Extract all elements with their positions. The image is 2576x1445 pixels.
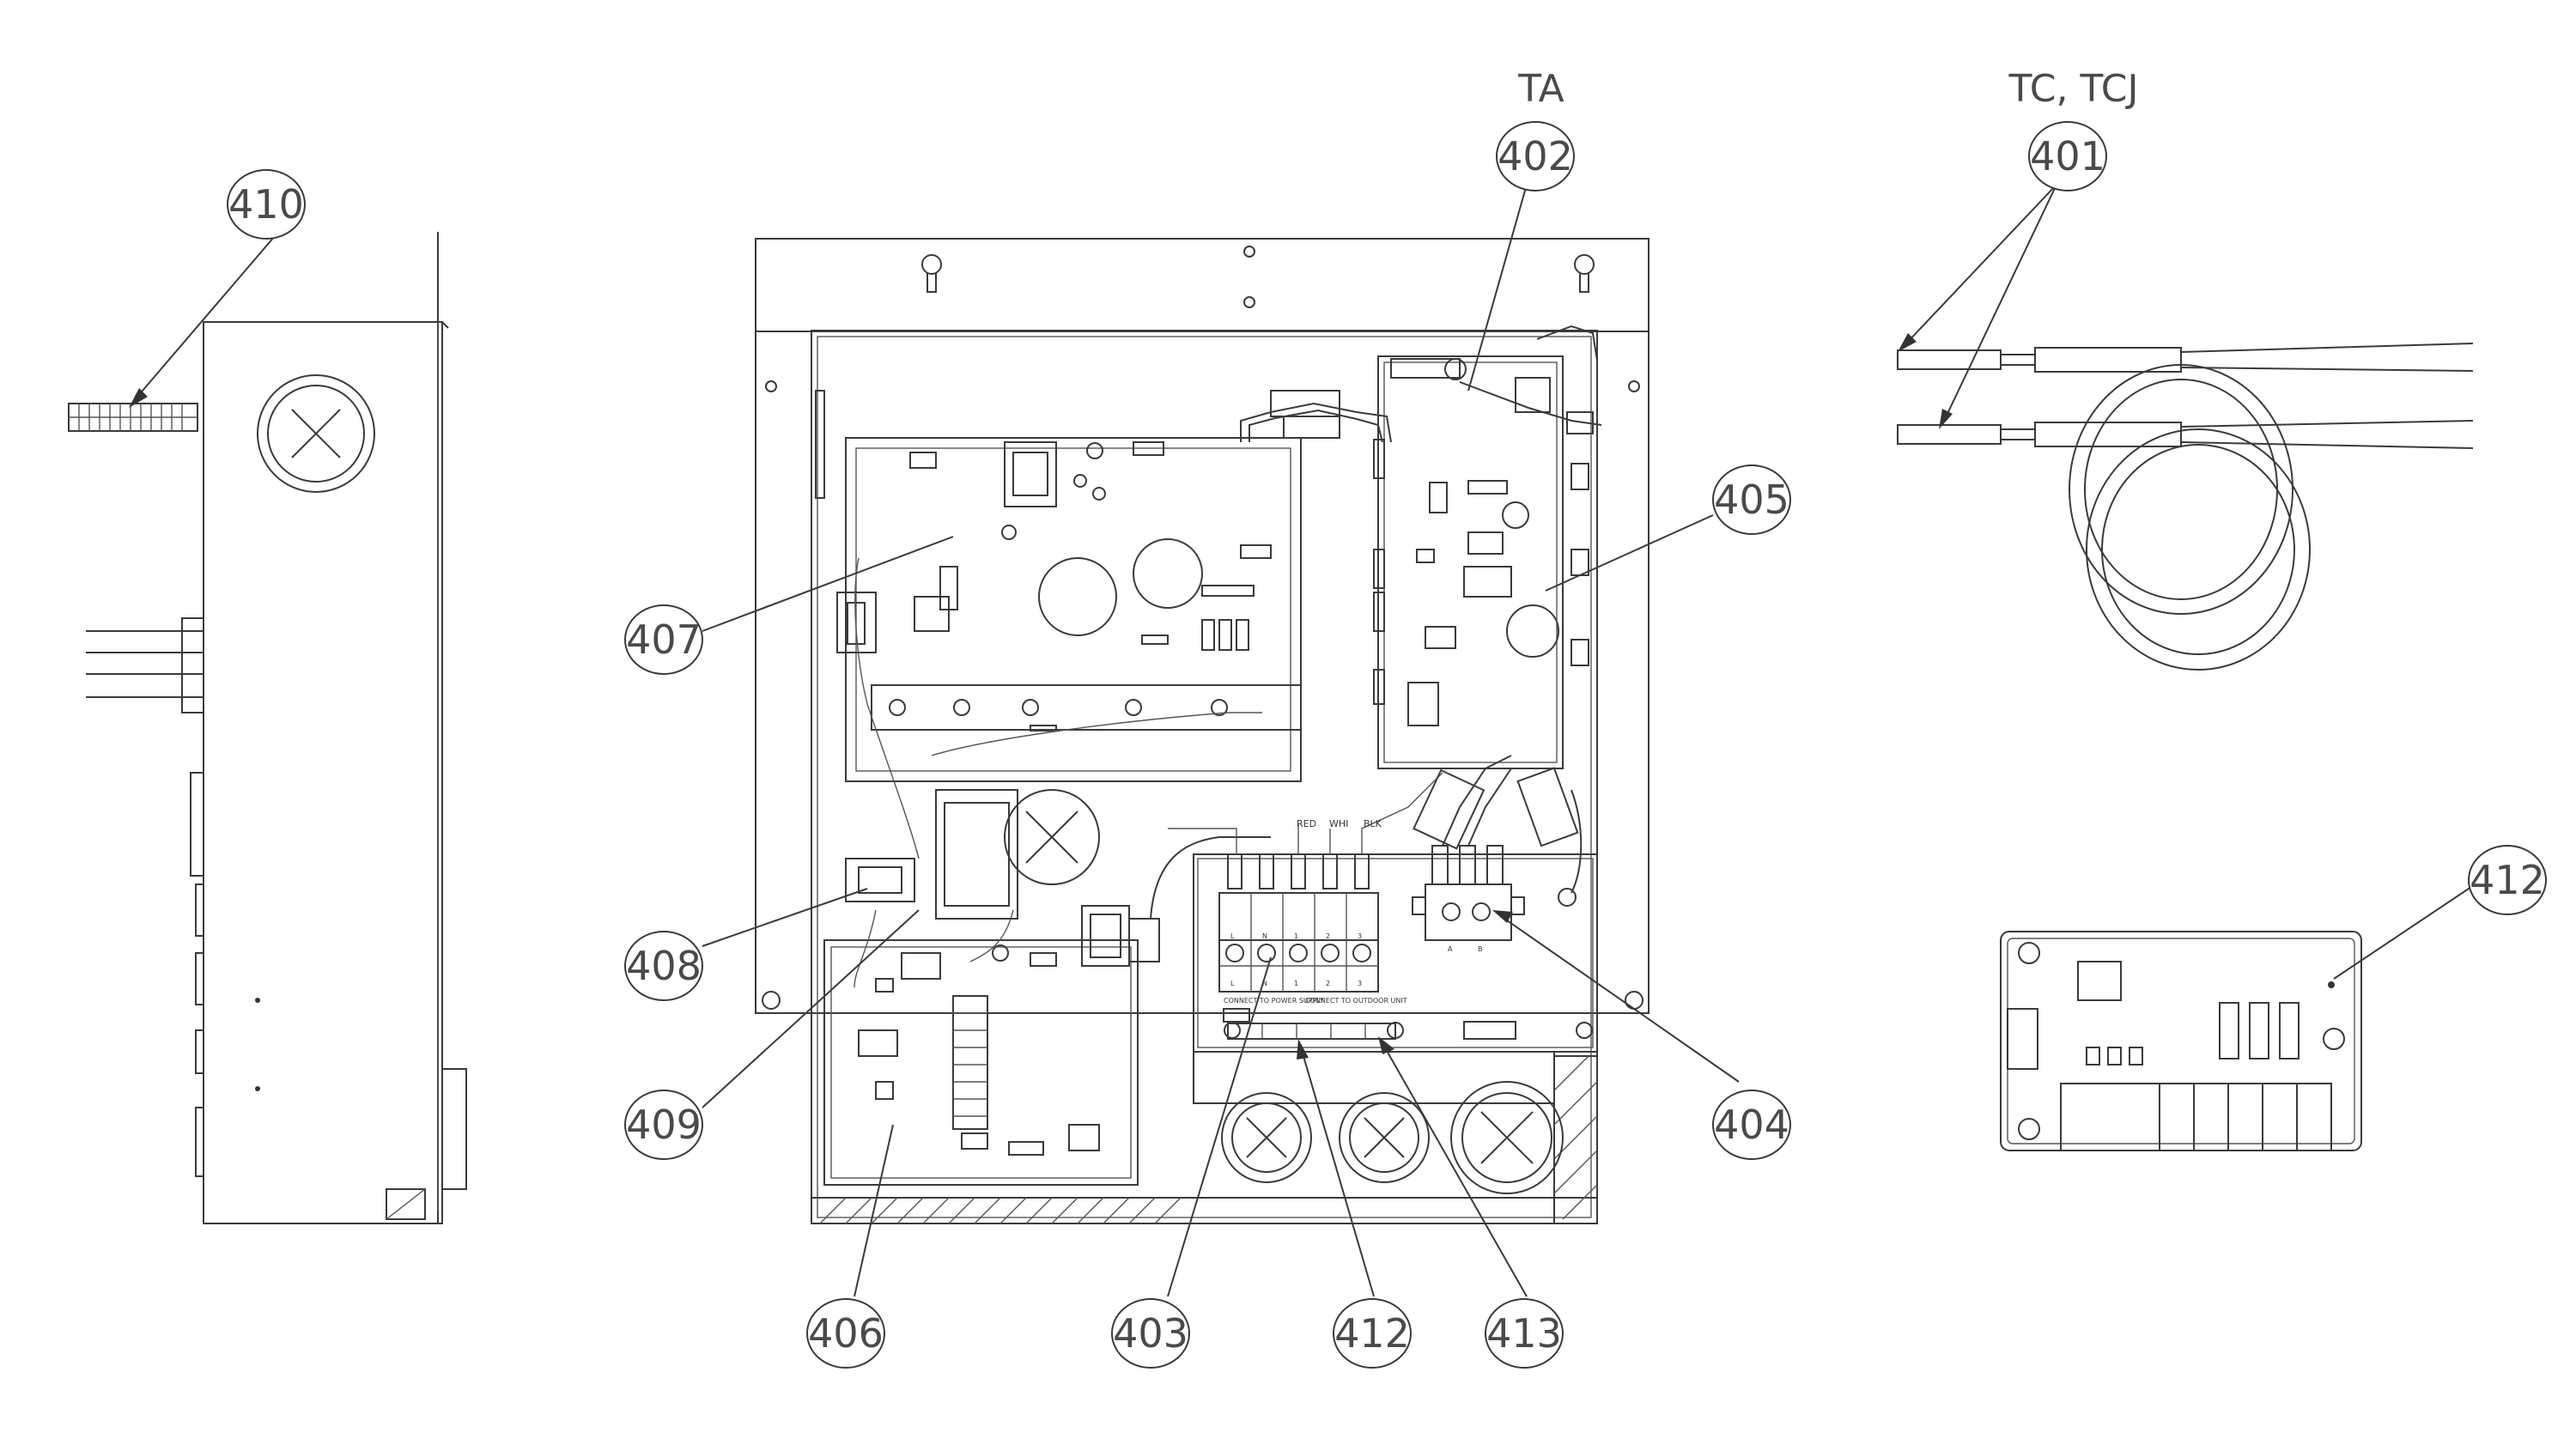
callout-407: 407 [624,604,703,675]
callout-410: 410 [227,169,306,240]
callout-405: 405 [1712,464,1791,535]
callout-406: 406 [806,1298,885,1369]
callout-409: 409 [624,1090,703,1160]
terminal-label-bottom-2: 2 [1326,980,1330,987]
callout-label-410: 410 [228,181,304,228]
leader-lines [129,184,2482,1297]
terminal-label-b: B [1478,945,1483,953]
callout-label-408: 408 [626,943,702,989]
terminal-label-a: A [1448,945,1453,953]
front-view-enclosure [755,238,1649,1224]
terminal-label-bottom-n: N [1262,980,1267,987]
wire-label-black: BLK [1364,818,1382,829]
side-view-enclosure [68,232,467,1224]
callout-label-407: 407 [626,616,702,663]
callout-label-412-bottom: 412 [1334,1310,1410,1357]
callout-404: 404 [1712,1090,1791,1160]
callout-401: 401 [2028,121,2107,191]
power-supply-label: CONNECT TO POWER SUPPLY [1224,997,1324,1005]
callout-label-405: 405 [1714,477,1789,523]
callout-408: 408 [624,931,703,1001]
terminal-label-top-3: 3 [1358,932,1362,940]
callout-label-406: 406 [808,1310,884,1357]
terminal-block-labels: L N 1 2 3 L N 1 2 3 A B CONNECT TO POWER… [1224,932,1483,1005]
wire-label-white: WHI [1329,818,1348,829]
title-ta: TA [1517,67,1564,111]
sensor-assembly [1897,343,2474,671]
callout-label-403: 403 [1113,1310,1188,1357]
terminal-label-top-2: 2 [1326,932,1330,940]
wire-labels: RED WHI BLK [1297,818,1382,829]
callout-413: 413 [1485,1298,1564,1369]
outdoor-unit-label: CONNECT TO OUTDOOR UNIT [1305,997,1407,1005]
callout-402: 402 [1496,121,1575,191]
callout-412-bottom: 412 [1333,1298,1412,1369]
terminal-label-top-1: 1 [1294,932,1298,940]
terminal-label-bottom-1: 1 [1294,980,1298,987]
callout-label-413: 413 [1486,1310,1562,1357]
callout-label-401: 401 [2030,133,2105,179]
callout-403: 403 [1111,1298,1190,1369]
callout-label-404: 404 [1714,1102,1789,1148]
title-tc-tcj: TC, TCJ [2008,67,2139,111]
callout-412-right: 412 [2468,845,2547,915]
terminal-label-top-l: L [1230,932,1235,940]
callout-label-412-right: 412 [2470,857,2545,903]
terminal-label-bottom-l: L [1230,980,1235,987]
terminal-label-bottom-3: 3 [1358,980,1362,987]
callout-label-409: 409 [626,1102,702,1148]
callout-label-402: 402 [1498,133,1573,179]
pcb-412 [2000,931,2362,1151]
terminal-label-top-n: N [1262,932,1267,940]
wire-label-red: RED [1297,818,1316,829]
